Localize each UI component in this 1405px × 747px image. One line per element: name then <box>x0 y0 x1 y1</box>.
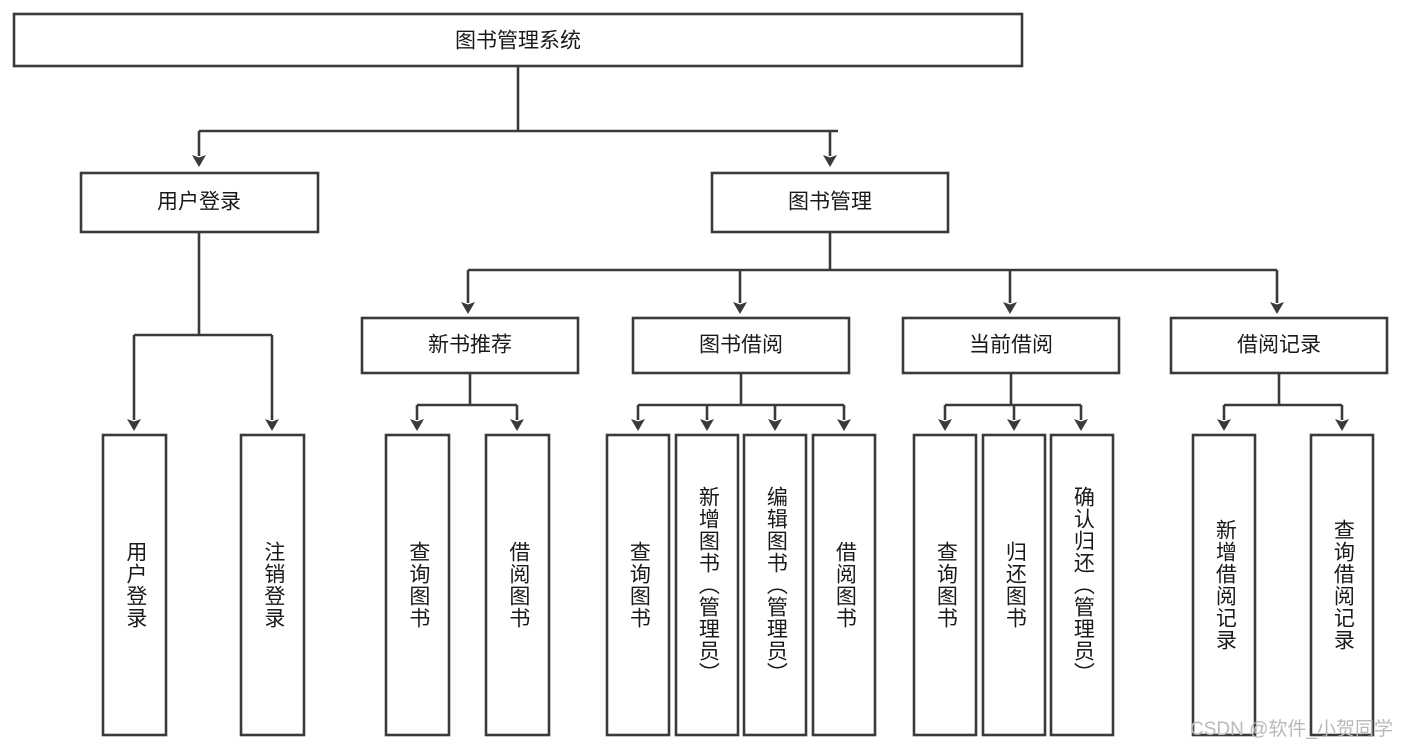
csdn-watermark: CSDN @软件_小贺同学 <box>1190 719 1393 740</box>
node-new-book-recommend[interactable]: 新书推荐 <box>360 316 580 375</box>
node-current-borrow-label: 当前借阅 <box>969 334 1053 357</box>
leaf-box-return-book[interactable] <box>981 433 1047 737</box>
leaf-box-add-book[interactable] <box>674 433 740 737</box>
leaf-box-user-login[interactable] <box>101 433 168 737</box>
connector-book-manage-to-level2 <box>461 232 1284 314</box>
node-new-book-recommend-label: 新书推荐 <box>428 334 512 357</box>
node-new-book-recommend-box <box>360 316 580 375</box>
connector-new-book-recommend-to-leaves <box>410 373 524 431</box>
leaf-box-edit-book[interactable] <box>742 433 808 737</box>
node-user-login[interactable]: 用户登录 <box>79 171 320 234</box>
leaf-box-borrow-book-2[interactable] <box>811 433 877 737</box>
leaf-box-confirm-return[interactable] <box>1049 433 1115 737</box>
connector-borrow-record-to-leaves <box>1217 373 1349 431</box>
leaf-box-add-record[interactable] <box>1191 433 1257 737</box>
connector-book-borrow-to-leaves <box>631 373 851 431</box>
leaf-box-query-book-2[interactable] <box>605 433 671 737</box>
node-book-borrow[interactable]: 图书借阅 <box>631 316 851 375</box>
node-book-manage[interactable]: 图书管理 <box>710 171 950 234</box>
connector-root-to-level1 <box>192 66 838 167</box>
node-borrow-record-label: 借阅记录 <box>1237 334 1321 357</box>
node-root[interactable]: 图书管理系统 <box>12 12 1024 68</box>
node-book-manage-label: 图书管理 <box>788 191 872 214</box>
leaf-box-query-record[interactable] <box>1309 433 1375 737</box>
leaf-box-query-book-1[interactable] <box>384 433 451 737</box>
connector-user-login-to-leaves <box>127 232 279 431</box>
node-current-borrow-box <box>901 316 1121 375</box>
connector-current-borrow-to-leaves <box>938 373 1088 431</box>
node-borrow-record[interactable]: 借阅记录 <box>1169 316 1389 375</box>
leaf-box-query-book-3[interactable] <box>912 433 978 737</box>
node-root-label: 图书管理系统 <box>455 30 581 53</box>
leaf-box-user-logout[interactable] <box>239 433 306 737</box>
node-book-borrow-box <box>631 316 851 375</box>
node-user-login-label: 用户登录 <box>157 191 241 214</box>
node-book-borrow-label: 图书借阅 <box>699 334 783 357</box>
node-borrow-record-box <box>1169 316 1389 375</box>
leaf-box-borrow-book-1[interactable] <box>484 433 551 737</box>
node-book-manage-box <box>710 171 950 234</box>
node-root-box <box>12 12 1024 68</box>
node-current-borrow[interactable]: 当前借阅 <box>901 316 1121 375</box>
